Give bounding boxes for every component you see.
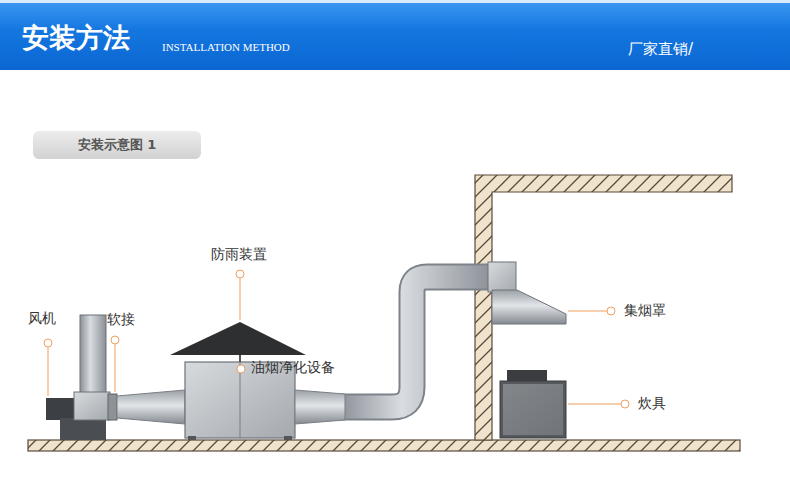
part-label: 集烟罩 [624,302,666,319]
part-label: 风机 [28,310,56,327]
part-label: 防雨装置 [211,246,267,263]
figure-tag: 安装示意图 1 [33,131,201,159]
figure-tag-text: 安装示意图 1 [78,136,157,154]
page-title: 安装方法 [22,20,130,56]
part-label: 炊具 [638,395,666,412]
part-label: 软接 [107,311,135,328]
part-label: 油烟净化设备 [251,359,335,376]
subtitle: INSTALLATION METHOD [162,41,290,54]
header-note: 厂家直销/ [628,40,693,58]
